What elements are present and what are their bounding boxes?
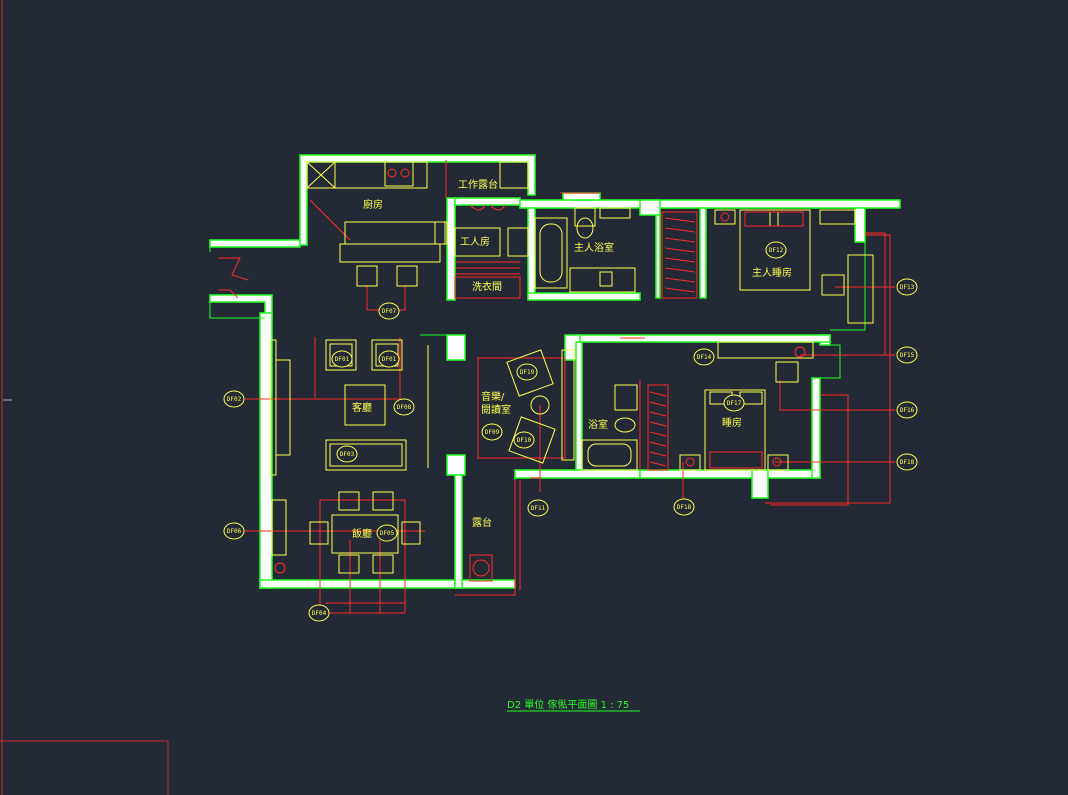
tag-label: DF15	[900, 352, 915, 359]
tag-ff12: DF12	[765, 241, 787, 259]
tag-ff17: DF17	[723, 394, 745, 412]
tag-ff08: DF08	[393, 398, 415, 416]
tag-ff16: DF16	[896, 401, 918, 419]
room-work-balcony: 工作露台	[458, 178, 498, 191]
tag-label: DF16	[900, 407, 915, 414]
tag-ff18: DF18	[896, 453, 918, 471]
tag-ff01b: DF01	[378, 350, 400, 368]
room-balcony: 露台	[472, 516, 492, 529]
tag-ff01: DF01	[331, 350, 353, 368]
tag-label: DF07	[382, 308, 397, 315]
tag-label: DF13	[900, 284, 915, 291]
tag-label: DF14	[697, 354, 712, 361]
tag-ff07: DF07	[378, 302, 400, 320]
tag-ff06: DF06	[223, 522, 245, 540]
furniture	[269, 161, 874, 574]
annotation-lines	[218, 160, 895, 614]
tag-label: DF10	[517, 437, 532, 444]
tag-ff10: DF10	[513, 431, 535, 449]
room-dining: 飯廳	[352, 527, 372, 540]
tag-ff15: DF15	[896, 346, 918, 364]
walls	[209, 154, 901, 589]
drawing-title: D2 單位 傢俬平面圖 1 : 75	[507, 698, 629, 711]
tag-ff11: DF11	[527, 499, 549, 517]
tag-label: DF05	[380, 530, 395, 537]
tag-ff03: DF03	[336, 445, 358, 463]
tag-label: DF08	[397, 404, 412, 411]
tag-ff05: DF05	[376, 524, 398, 542]
room-bedroom: 睡房	[722, 416, 742, 429]
room-master-bedroom: 主人睡房	[752, 266, 792, 279]
tag-ff09: DF09	[481, 423, 503, 441]
tag-ff04: DF04	[308, 604, 330, 622]
tag-label: DF02	[227, 396, 242, 403]
tag-ff02: DF02	[223, 390, 245, 408]
tag-label: DF03	[340, 451, 355, 458]
tag-label: DF04	[312, 610, 327, 617]
room-master-bath: 主人浴室	[574, 241, 614, 254]
room-living: 客廳	[352, 401, 372, 414]
room-labels: 廚房 工作露台 工人房 洗衣間 主人浴室 主人睡房 客廳 音樂/閱讀室 浴室 睡…	[352, 178, 792, 540]
tag-ff13: DF13	[896, 278, 918, 296]
red-fixtures	[274, 168, 806, 582]
tag-ff18b: DF18	[673, 498, 695, 516]
room-maid: 工人房	[460, 235, 490, 248]
room-laundry: 洗衣間	[472, 280, 502, 293]
room-kitchen: 廚房	[363, 198, 383, 211]
tag-label: DF01	[335, 356, 350, 363]
tag-label: DF19	[520, 369, 535, 376]
tag-label: DF06	[227, 528, 242, 535]
tag-label: DF18	[677, 504, 692, 511]
tag-label: DF17	[727, 400, 742, 407]
room-bathroom: 浴室	[588, 418, 608, 431]
tag-label: DF09	[485, 429, 500, 436]
tag-label: DF01	[382, 356, 397, 363]
room-music-study: 音樂/閱讀室	[481, 390, 511, 416]
tag-label: DF12	[769, 247, 784, 254]
closet-hatching	[455, 217, 696, 467]
tag-label: DF18	[900, 459, 915, 466]
tag-ff14: DF14	[693, 348, 715, 366]
tag-ff19: DF19	[516, 363, 538, 381]
tag-label: DF11	[531, 505, 546, 512]
